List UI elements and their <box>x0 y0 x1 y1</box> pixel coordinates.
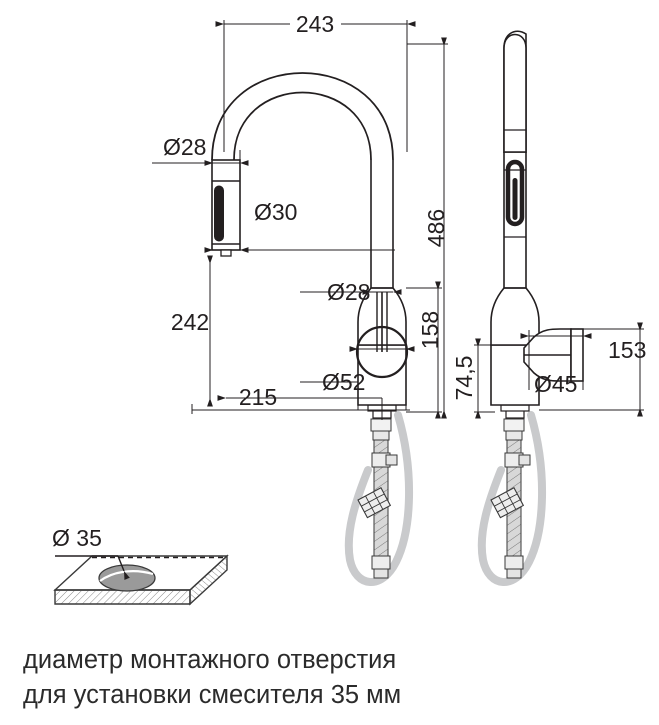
dim-label-base-dia: Ø52 <box>322 369 365 395</box>
caption-block: диаметр монтажного отверстия для установ… <box>23 646 401 709</box>
dim-label-handle-height: 153 <box>608 337 646 363</box>
front-lever-stem-edges <box>376 292 388 352</box>
side-spray-head <box>503 30 527 227</box>
front-gooseneck-outer <box>233 91 372 161</box>
countertop-side-face <box>189 554 228 606</box>
side-view <box>477 30 584 586</box>
front-braided-hose <box>357 418 398 579</box>
dim-label-total-height: 486 <box>423 209 449 247</box>
side-spray-button-ring <box>505 159 525 227</box>
dim-label-spray-body-dia: Ø30 <box>254 199 297 225</box>
dim-label-column-dia: Ø28 <box>327 279 370 305</box>
side-pulldown-hose <box>477 411 547 586</box>
leader-dia35-arrow <box>117 555 130 580</box>
front-gooseneck-inner <box>211 72 394 161</box>
side-lever-arm <box>523 328 584 382</box>
front-view <box>211 72 414 586</box>
countertop-view: Ø 35 <box>52 525 229 606</box>
front-spray-button <box>214 185 224 242</box>
dim-label-body-height: 158 <box>417 311 443 349</box>
front-spray-head <box>211 159 241 257</box>
countertop-hole-highlight <box>99 570 154 582</box>
dim-label-handle-dia: Ø45 <box>534 371 577 397</box>
dim-label-base-height: 74,5 <box>451 356 477 401</box>
dim-label-mounting-hole-dia: Ø 35 <box>52 525 102 551</box>
side-braided-hose <box>490 418 531 579</box>
caption-line-1: диаметр монтажного отверстия <box>23 646 396 674</box>
dimension-texts: 243 Ø28 Ø30 242 215 Ø28 Ø52 158 486 74,5… <box>163 11 646 410</box>
dim-label-spout-offset: 215 <box>239 384 277 410</box>
dim-label-spout-reach: 243 <box>296 11 334 37</box>
front-pulldown-hose <box>344 411 414 586</box>
countertop-front-face <box>54 589 191 605</box>
side-spray-button-slot <box>512 178 518 220</box>
countertop-mounting-hole <box>98 564 156 592</box>
dimension-lines <box>152 20 644 420</box>
caption-line-2: для установки смесителя 35 мм <box>23 681 401 709</box>
dim-label-spray-head-dia: Ø28 <box>163 134 206 160</box>
dim-label-spout-height: 242 <box>171 309 209 335</box>
